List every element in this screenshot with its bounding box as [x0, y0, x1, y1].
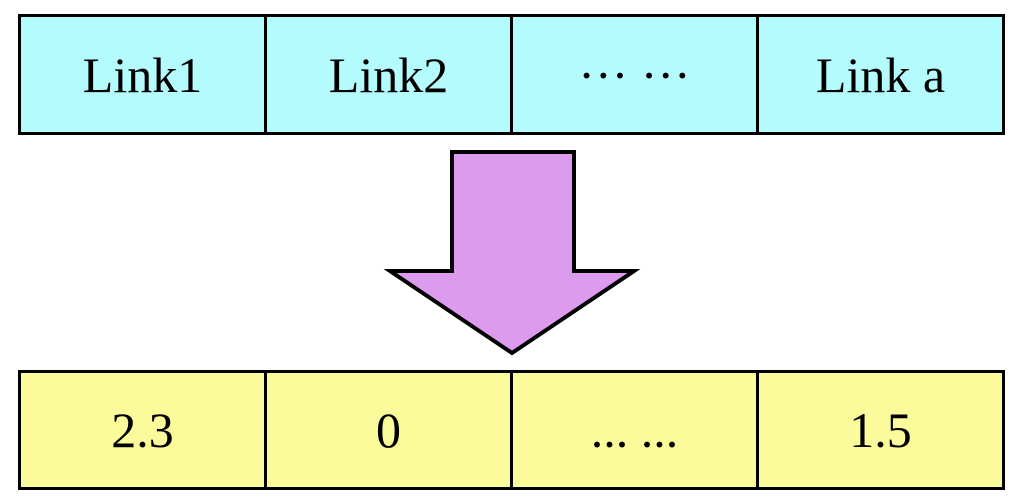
- links-cell-1: Link1: [21, 17, 267, 132]
- links-row: Link1 Link2 ··· ··· Link a: [18, 14, 1005, 135]
- links-cell-a: Link a: [759, 17, 1002, 132]
- values-cell-ellipsis: ... ...: [513, 373, 759, 487]
- values-row: 2.3 0 ... ... 1.5: [18, 370, 1005, 490]
- values-cell-2: 0: [267, 373, 513, 487]
- down-arrow-shape: [383, 150, 641, 356]
- values-cell-4: 1.5: [759, 373, 1002, 487]
- links-cell-2: Link2: [267, 17, 513, 132]
- values-cell-1: 2.3: [21, 373, 267, 487]
- links-cell-ellipsis: ··· ···: [513, 17, 759, 132]
